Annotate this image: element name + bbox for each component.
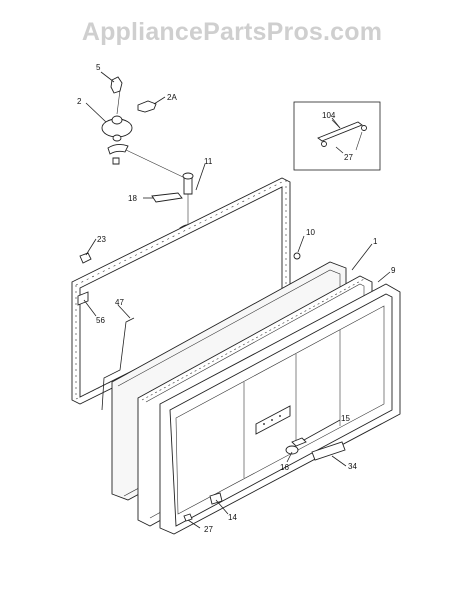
part-23-clip	[79, 252, 92, 264]
hinge-plate	[107, 143, 129, 155]
callout-56: 56	[96, 316, 105, 325]
part-47-wire	[101, 317, 135, 411]
callout-2a: 2A	[167, 93, 177, 102]
part-16-knob	[285, 445, 299, 455]
callout-18: 18	[128, 194, 137, 203]
callout-23: 23	[97, 235, 106, 244]
part-104-bracket	[317, 121, 363, 142]
callout-15: 15	[341, 414, 350, 423]
watermark: AppliancePartsPros.com	[82, 18, 382, 46]
door-frame-inner	[169, 293, 393, 527]
hinge-screw	[112, 157, 120, 165]
callout-2: 2	[77, 97, 82, 106]
callout-16: 16	[280, 463, 289, 472]
part-27-screw	[183, 513, 193, 522]
part-14-latch	[209, 492, 223, 505]
part-5-clip	[110, 76, 123, 94]
callout-47: 47	[115, 298, 124, 307]
leader-lines	[83, 71, 391, 529]
callout-14: 14	[228, 513, 237, 522]
callout-10: 10	[306, 228, 315, 237]
part-18-handle	[151, 192, 183, 203]
hinge-washer	[112, 134, 122, 142]
part-15-switch	[291, 437, 307, 447]
part-2a-bracket	[137, 100, 157, 113]
part-10-plug	[293, 252, 301, 260]
callout-1: 1	[373, 237, 378, 246]
inset-frame	[293, 101, 381, 171]
door-window	[175, 305, 385, 515]
hinge-post-top	[182, 172, 194, 180]
inset-detail-104	[293, 101, 381, 171]
callout-11: 11	[204, 157, 213, 166]
callout-9: 9	[391, 266, 396, 275]
part-34-plate	[311, 441, 346, 461]
callout-104: 104	[322, 111, 336, 120]
hinge-assembly	[101, 76, 186, 179]
hinge-knob	[111, 115, 123, 125]
callout-27-bottom: 27	[204, 525, 213, 534]
callout-27-inset: 27	[344, 153, 353, 162]
callout-34: 34	[348, 462, 357, 471]
callout-5: 5	[96, 63, 101, 72]
part-9-door-frame	[159, 283, 401, 535]
